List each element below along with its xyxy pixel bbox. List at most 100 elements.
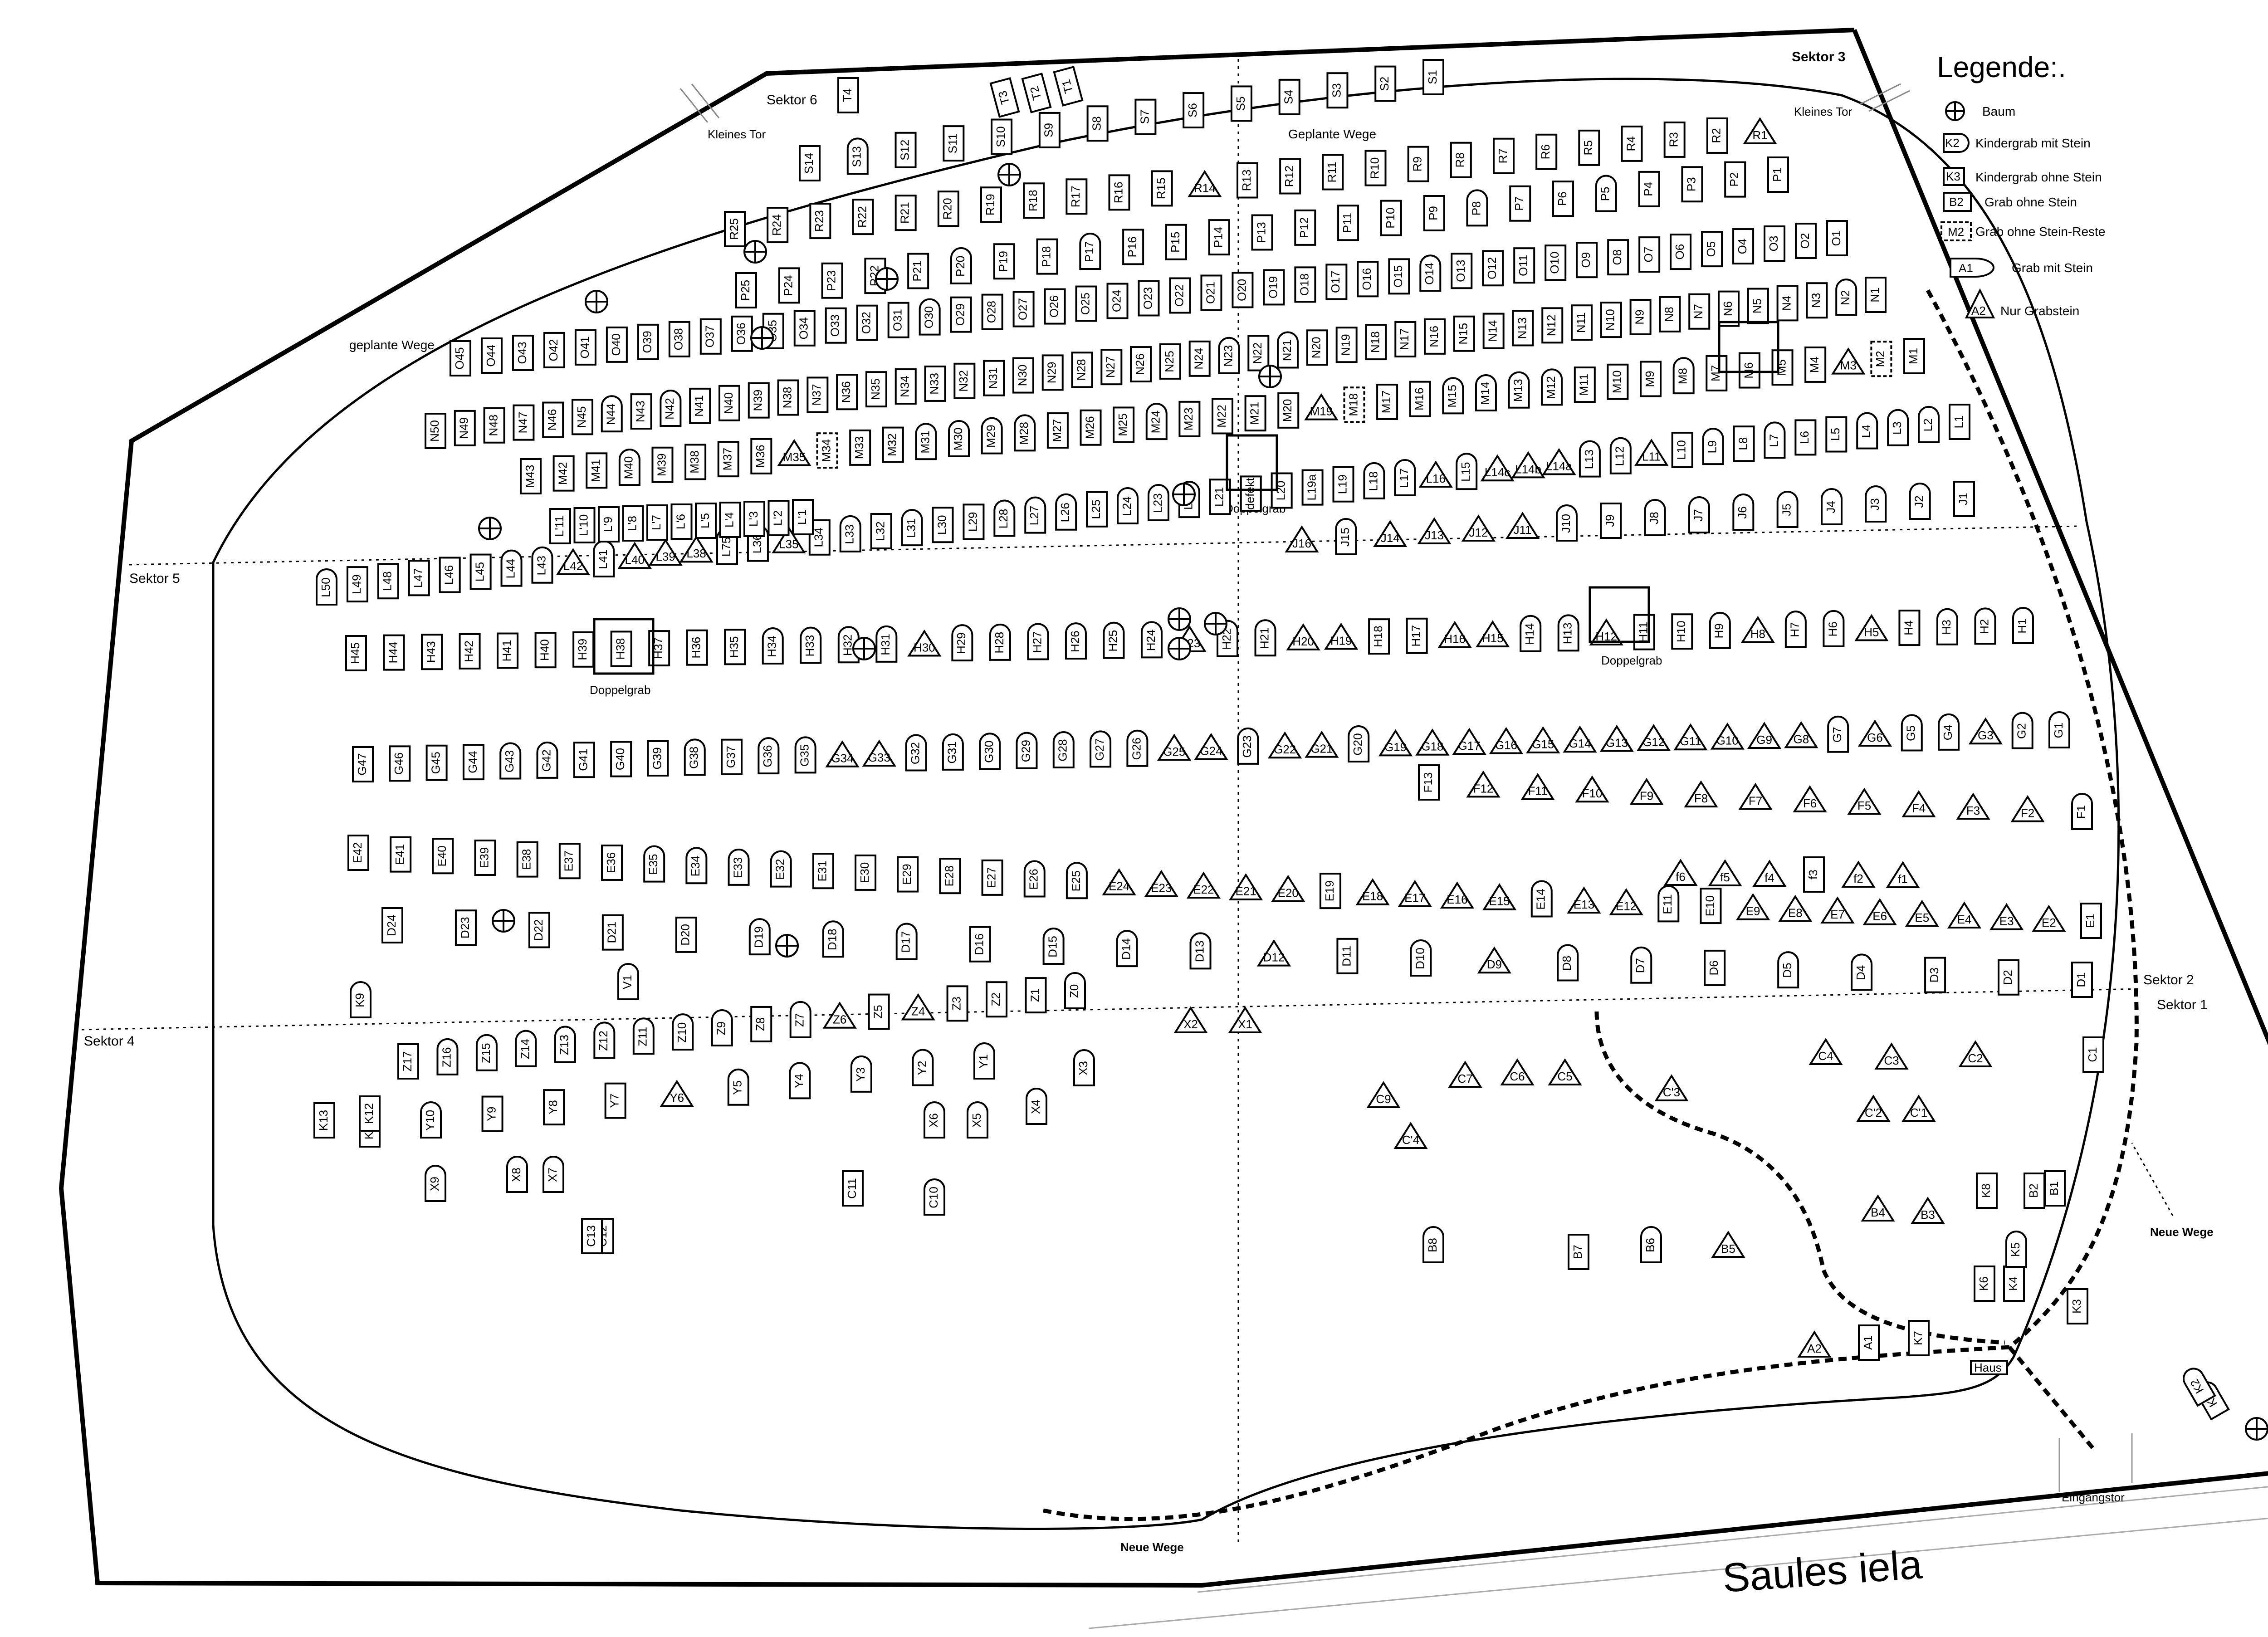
grave-Z-7[interactable]: Z7 bbox=[789, 1001, 811, 1038]
grave-E-41[interactable]: E42 bbox=[347, 835, 369, 871]
grave-L_upper-51[interactable]: L48 bbox=[377, 563, 399, 600]
grave-S-5[interactable]: S6 bbox=[1183, 92, 1205, 129]
grave-X-3[interactable]: X4 bbox=[1026, 1088, 1047, 1125]
grave-D-22[interactable]: D23 bbox=[455, 909, 477, 946]
grave-Z-14[interactable]: Z14 bbox=[515, 1030, 537, 1067]
grave-E-12[interactable]: E13 bbox=[1567, 886, 1601, 914]
grave-O-6[interactable]: O7 bbox=[1638, 236, 1661, 273]
grave-S-11[interactable]: S12 bbox=[894, 132, 917, 168]
grave-P-5[interactable]: P6 bbox=[1552, 181, 1574, 217]
grave-E-21[interactable]: E22 bbox=[1186, 871, 1221, 899]
grave-K-8[interactable]: K9 bbox=[350, 981, 371, 1018]
grave-M-18[interactable]: M19 bbox=[1304, 393, 1339, 420]
grave-E-13[interactable]: E14 bbox=[1530, 880, 1553, 918]
grave-C-9[interactable]: C11 bbox=[842, 1170, 864, 1207]
grave-N-1[interactable]: N2 bbox=[1835, 279, 1857, 316]
grave-R-6[interactable]: R7 bbox=[1493, 137, 1515, 174]
grave-R-0[interactable]: R1 bbox=[1743, 117, 1777, 144]
grave-J-5[interactable]: J6 bbox=[1732, 494, 1755, 531]
grave-O-33[interactable]: O34 bbox=[793, 310, 816, 347]
grave-J-1[interactable]: J2 bbox=[1909, 483, 1931, 520]
grave-H-18[interactable]: H19 bbox=[1324, 622, 1359, 650]
grave-N-25[interactable]: N26 bbox=[1130, 346, 1152, 383]
grave-E-20[interactable]: E21 bbox=[1228, 873, 1263, 900]
grave-C-0[interactable]: C1 bbox=[2082, 1036, 2104, 1073]
grave-H-29[interactable]: H30 bbox=[907, 629, 942, 657]
grave-N-8[interactable]: N9 bbox=[1629, 298, 1652, 335]
grave-K-7[interactable]: K8 bbox=[1976, 1173, 1998, 1209]
grave-N-24[interactable]: N25 bbox=[1159, 343, 1181, 380]
grave-R-20[interactable]: R21 bbox=[894, 195, 917, 231]
grave-Z-15[interactable]: Z15 bbox=[475, 1034, 498, 1071]
grave-P-3[interactable]: P4 bbox=[1638, 171, 1660, 207]
grave-K-3[interactable]: K4 bbox=[2003, 1266, 2025, 1302]
grave-O-30[interactable]: O31 bbox=[887, 302, 909, 338]
grave-O-31[interactable]: O32 bbox=[856, 304, 878, 341]
grave-E-16[interactable]: E17 bbox=[1398, 880, 1432, 907]
grave-G-26[interactable]: G27 bbox=[1090, 730, 1112, 768]
grave-F-6[interactable]: F7 bbox=[1738, 782, 1773, 810]
grave-N-13[interactable]: N14 bbox=[1482, 313, 1505, 349]
grave-O-14[interactable]: O15 bbox=[1388, 258, 1410, 295]
grave-N-29[interactable]: N30 bbox=[1012, 357, 1034, 394]
grave-L_upper-48[interactable]: L45 bbox=[469, 553, 492, 590]
grave-H-37[interactable]: H38 bbox=[610, 630, 632, 667]
grave-L_upper-36[interactable]: L33 bbox=[839, 515, 861, 552]
grave-M-27[interactable]: M28 bbox=[1014, 414, 1036, 452]
grave-N-45[interactable]: N46 bbox=[542, 401, 564, 438]
grave-P-10[interactable]: P11 bbox=[1337, 205, 1359, 241]
grave-R-22[interactable]: R23 bbox=[809, 203, 831, 239]
grave-S-13[interactable]: S14 bbox=[799, 145, 821, 181]
grave-D-19[interactable]: D20 bbox=[675, 916, 697, 953]
grave-D-3[interactable]: D4 bbox=[1851, 953, 1873, 991]
grave-B-1[interactable]: B2 bbox=[2024, 1173, 2045, 1209]
grave-M-17[interactable]: M18 bbox=[1343, 386, 1365, 423]
grave-S-9[interactable]: S10 bbox=[991, 118, 1013, 155]
grave-P-8[interactable]: P9 bbox=[1423, 195, 1445, 231]
grave-Z-16[interactable]: Z16 bbox=[436, 1038, 459, 1075]
grave-J-13[interactable]: J14 bbox=[1373, 520, 1408, 547]
grave-L_upper-42[interactable]: L39 bbox=[648, 538, 683, 566]
grave-L_upper-52[interactable]: L49 bbox=[346, 566, 368, 603]
grave-Z-0[interactable]: Z0 bbox=[1064, 972, 1086, 1009]
grave-D-0[interactable]: D1 bbox=[2071, 962, 2093, 998]
grave-M-19[interactable]: M20 bbox=[1277, 392, 1300, 429]
grave-E-5[interactable]: E6 bbox=[1862, 898, 1897, 925]
grave-N-27[interactable]: N28 bbox=[1071, 352, 1093, 388]
grave-E-1[interactable]: E2 bbox=[2032, 904, 2066, 932]
grave-F-7[interactable]: F8 bbox=[1684, 780, 1718, 808]
grave-R-24[interactable]: R25 bbox=[724, 211, 746, 247]
grave-Z-8[interactable]: Z8 bbox=[750, 1006, 772, 1042]
grave-P-1[interactable]: P2 bbox=[1724, 161, 1746, 198]
grave-A-0[interactable]: A1 bbox=[1858, 1324, 1880, 1361]
grave-X-1[interactable]: X2 bbox=[1173, 1006, 1208, 1033]
grave-G-32[interactable]: G33 bbox=[862, 739, 896, 767]
grave-P-12[interactable]: P13 bbox=[1251, 214, 1273, 251]
grave-E-4[interactable]: E5 bbox=[1905, 899, 1939, 927]
grave-C-4[interactable]: C5 bbox=[1548, 1058, 1582, 1085]
grave-G-16[interactable]: G17 bbox=[1452, 728, 1486, 755]
grave-R-8[interactable]: R9 bbox=[1407, 146, 1429, 182]
grave-G-45[interactable]: G46 bbox=[389, 745, 411, 782]
grave-H-30[interactable]: H31 bbox=[875, 625, 898, 663]
grave-O-19[interactable]: O20 bbox=[1232, 272, 1254, 308]
grave-L_upper-49[interactable]: L46 bbox=[439, 557, 461, 593]
grave-N-20[interactable]: N21 bbox=[1277, 331, 1299, 369]
grave-S-7[interactable]: S8 bbox=[1086, 105, 1109, 142]
grave-T-2[interactable]: T3 bbox=[989, 77, 1020, 118]
grave-H-38[interactable]: H39 bbox=[572, 631, 595, 668]
grave-C-11[interactable]: C13 bbox=[581, 1218, 603, 1254]
grave-O-8[interactable]: O9 bbox=[1576, 242, 1598, 279]
grave-M-21[interactable]: M22 bbox=[1212, 398, 1233, 435]
grave-B-0[interactable]: B1 bbox=[2044, 1170, 2066, 1207]
grave-H-0[interactable]: H1 bbox=[2012, 607, 2034, 644]
grave-L_prime-1[interactable]: L'2 bbox=[767, 500, 790, 536]
grave-J-11[interactable]: J12 bbox=[1461, 514, 1496, 542]
grave-M-23[interactable]: M24 bbox=[1145, 403, 1168, 440]
grave-G-13[interactable]: G14 bbox=[1563, 725, 1597, 753]
grave-L_upper-18[interactable]: L17 bbox=[1394, 459, 1416, 496]
grave-L_prime-2[interactable]: L'3 bbox=[743, 501, 765, 537]
grave-B-3[interactable]: B4 bbox=[1861, 1194, 1895, 1222]
grave-K-6[interactable]: K7 bbox=[1908, 1320, 1930, 1356]
grave-L_upper-8[interactable]: L9 bbox=[1702, 428, 1724, 465]
